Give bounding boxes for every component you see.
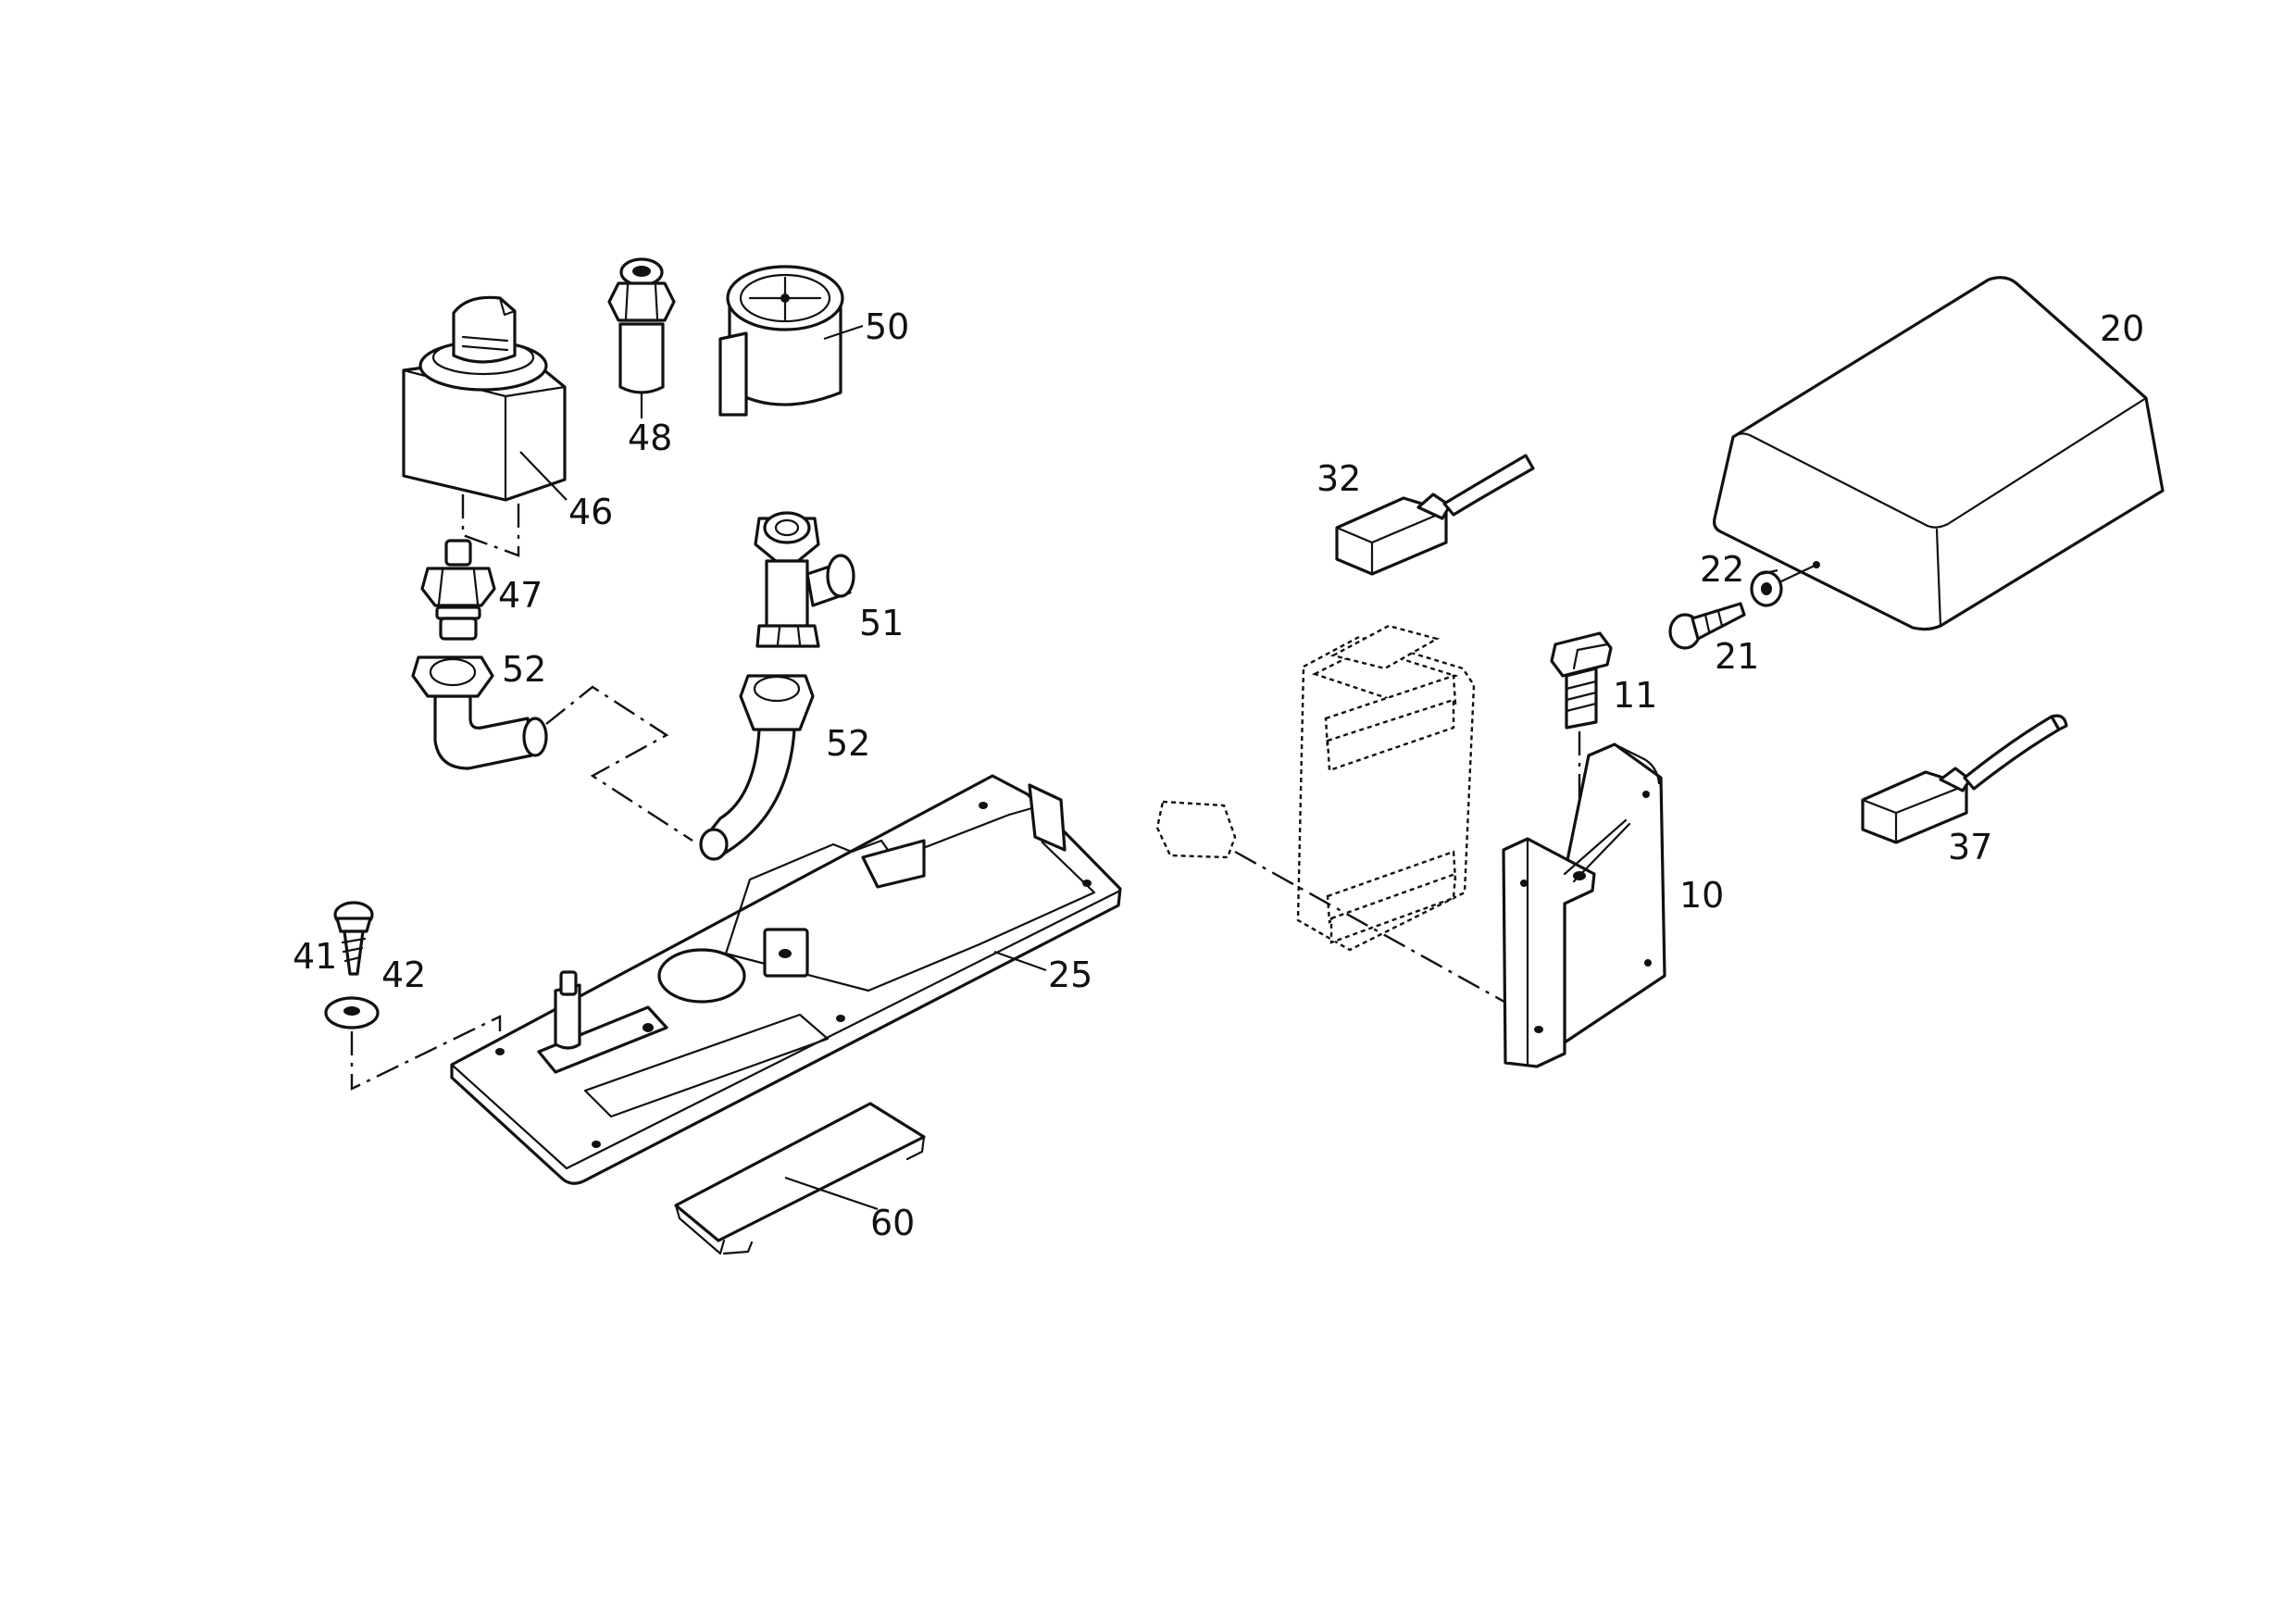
callout-32: 32 xyxy=(1316,458,1361,499)
leader-22 xyxy=(1760,568,1778,576)
part-11-hex-bolt xyxy=(1550,631,1613,730)
assembly-line-46-47 xyxy=(461,494,520,557)
assembly-line-21-20 xyxy=(1780,564,1817,582)
part-25-base-plate xyxy=(450,774,1122,1185)
part-47-nipple xyxy=(420,539,496,641)
callout-47: 47 xyxy=(498,575,543,616)
part-21-screw xyxy=(1668,602,1746,650)
part-37-cable-sensor xyxy=(1861,714,2068,844)
part-52-curved-pipe-right xyxy=(699,674,815,861)
callout-37: 37 xyxy=(1948,827,1992,867)
part-60-cover xyxy=(674,1102,926,1255)
leader-50 xyxy=(823,324,864,341)
callout-11: 11 xyxy=(1613,675,1657,716)
callout-52-left: 52 xyxy=(502,649,546,690)
assembly-line-52-52 xyxy=(545,685,693,842)
callout-20: 20 xyxy=(2100,308,2144,349)
part-50-pressure-gauge xyxy=(718,265,844,417)
callout-25: 25 xyxy=(1048,954,1092,995)
part-51-tee-fitting xyxy=(754,511,855,648)
callout-48: 48 xyxy=(628,418,672,458)
part-10-mounting-bracket xyxy=(1502,742,1666,1068)
leader-60 xyxy=(784,1176,879,1211)
callout-42: 42 xyxy=(381,954,426,995)
callout-21: 21 xyxy=(1715,636,1759,677)
callout-50: 50 xyxy=(865,306,909,347)
part-22-washer xyxy=(1750,570,1783,607)
ghost-component-outline xyxy=(1155,624,1476,952)
leader-46 xyxy=(519,451,568,501)
part-46-selector-switch xyxy=(402,295,567,502)
part-48-sensor xyxy=(607,257,676,394)
callout-10: 10 xyxy=(1679,875,1724,916)
callout-41: 41 xyxy=(293,936,337,977)
callout-51: 51 xyxy=(859,603,904,643)
part-52-elbow-pipe-left xyxy=(411,655,548,770)
assembly-line-41-25 xyxy=(350,1015,502,1091)
callout-22: 22 xyxy=(1700,549,1744,590)
leader-25 xyxy=(993,950,1047,972)
callout-46: 46 xyxy=(568,492,613,532)
assembly-line-ghost-10 xyxy=(1234,850,1529,1017)
part-41-screw xyxy=(333,901,374,976)
part-20-cover-hood xyxy=(1713,276,2165,631)
part-32-cable-sensor xyxy=(1335,454,1535,576)
callout-60: 60 xyxy=(870,1203,915,1243)
part-42-washer xyxy=(324,996,380,1029)
callout-52-right: 52 xyxy=(826,723,870,764)
